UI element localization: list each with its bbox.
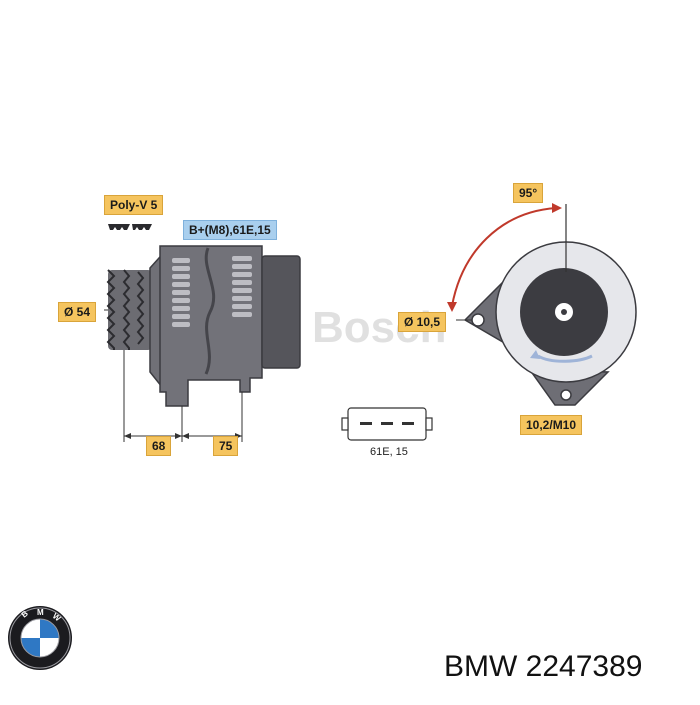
- connector-plug-icon: [341, 407, 433, 441]
- angle-arc: [451, 207, 557, 307]
- belt-profile-icon: [108, 224, 152, 230]
- belt-label: Poly-V 5: [104, 195, 164, 215]
- brand-name: BMW: [444, 650, 518, 683]
- cooling-slots-left: [172, 258, 190, 327]
- connector-label: 61E, 15: [370, 446, 408, 458]
- pulley-diameter-label: Ø 54: [58, 302, 97, 322]
- part-number: 2247389: [525, 650, 643, 683]
- svg-text:B: B: [20, 609, 30, 620]
- housing-seam: [204, 247, 216, 375]
- dimension-75-label: 75: [213, 436, 239, 456]
- hole-diameter-label: Ø 10,5: [398, 312, 447, 332]
- pulley: [106, 269, 152, 350]
- dimension-arrows: [124, 433, 242, 439]
- terminal-label: B+(M8),61E,15: [183, 220, 277, 240]
- alternator-side-view: [106, 245, 301, 407]
- cooling-slots-right: [232, 256, 252, 317]
- alternator-front-view: [447, 203, 637, 406]
- angle-label: 95°: [513, 183, 544, 203]
- svg-text:M: M: [37, 608, 44, 617]
- rotation-arrow: [537, 354, 593, 363]
- svg-text:W: W: [51, 611, 63, 623]
- mount-thread-label: 10,2/M10: [520, 415, 583, 435]
- part-caption: BMW 2247389: [444, 650, 642, 684]
- bmw-logo: B M W: [8, 606, 72, 670]
- dimension-68-label: 68: [146, 436, 172, 456]
- rear-cap: [261, 255, 301, 369]
